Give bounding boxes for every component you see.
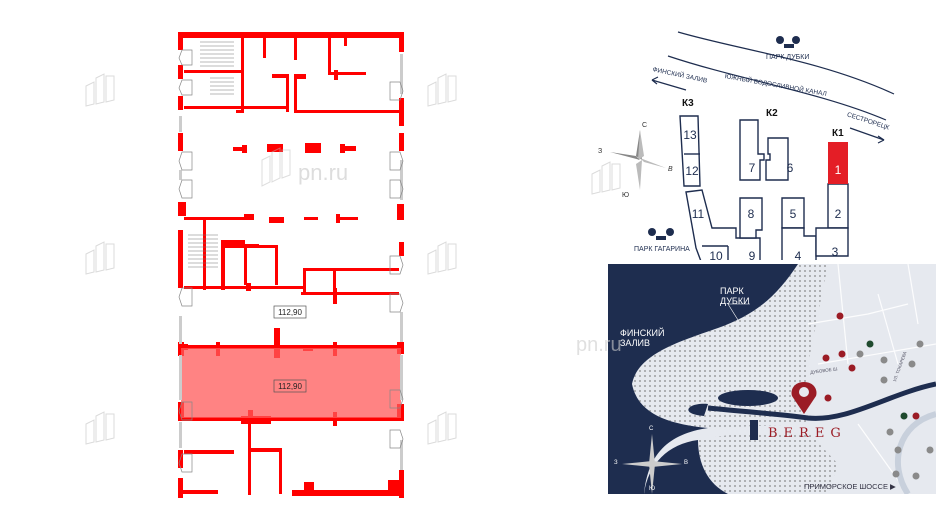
svg-text:8: 8 — [748, 207, 755, 221]
watermark-logo-icon — [85, 411, 115, 445]
room-label-box — [273, 305, 307, 319]
selected-section — [828, 142, 848, 184]
svg-text:4: 4 — [795, 249, 802, 260]
map-compass-w: З — [614, 460, 618, 466]
watermark-logo-icon — [427, 73, 457, 107]
svg-text:12: 12 — [685, 164, 699, 178]
compass-w: З — [598, 148, 603, 155]
corpus-k1: К1 — [832, 128, 844, 139]
map-road-label: ПРИМОРСКОЕ ШОССЕ ▶ — [804, 482, 896, 491]
compass-e: В — [668, 166, 673, 173]
svg-text:2: 2 — [835, 207, 842, 221]
watermark-logo-icon — [85, 73, 115, 107]
label-park-top: ПАРК ДУБКИ — [766, 54, 810, 61]
label-park-bottom: ПАРК ГАГАРИНА — [634, 246, 690, 253]
svg-text:5: 5 — [790, 207, 797, 221]
map-compass-e: В — [684, 460, 689, 466]
svg-text:7: 7 — [749, 161, 756, 175]
watermark-logo-icon — [591, 161, 621, 195]
map-compass-n: С — [649, 426, 654, 432]
floor-plan: pn.ru — [178, 32, 404, 498]
map-compass-s: Ю — [649, 486, 656, 492]
svg-text:13: 13 — [683, 128, 697, 142]
svg-text:10: 10 — [709, 249, 723, 260]
brand-logo: BEREG — [768, 426, 847, 441]
compass-n: С — [642, 122, 648, 129]
site-scheme: 13 12 11 10 9 8 7 6 5 4 3 2 1 — [610, 31, 895, 260]
watermark-logo-icon — [85, 241, 115, 275]
watermark-logo-icon — [427, 411, 457, 445]
svg-text:pn.ru: pn.ru — [298, 160, 348, 185]
svg-text:1: 1 — [835, 163, 842, 177]
svg-text:3: 3 — [832, 245, 839, 259]
corpus-k3: К3 — [682, 98, 694, 109]
room-area-label: 112,90 — [278, 308, 302, 317]
svg-text:6: 6 — [787, 161, 794, 175]
selected-room-area-label[interactable]: 112,90 — [278, 382, 302, 391]
selected-room-fill — [181, 348, 401, 418]
compass-s: Ю — [622, 192, 630, 199]
watermark-text: pn.ru — [576, 334, 622, 356]
watermark-logo-icon — [427, 241, 457, 275]
svg-text:9: 9 — [749, 249, 756, 260]
corpus-k2: К2 — [766, 108, 778, 119]
svg-text:11: 11 — [692, 207, 705, 221]
